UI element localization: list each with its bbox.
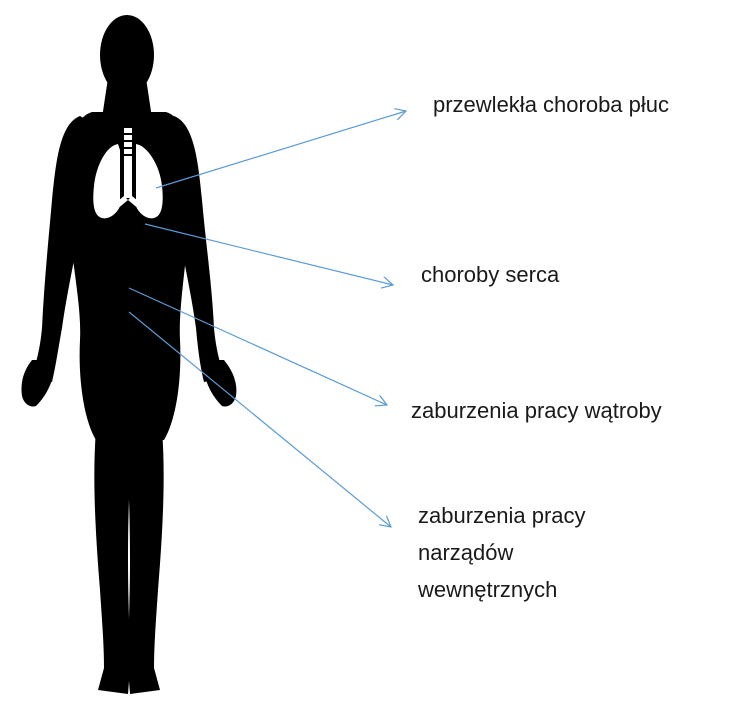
label-organs-line1: zaburzenia pracy	[418, 497, 586, 534]
right-leg	[126, 430, 164, 694]
label-organs-line2: narządów	[418, 534, 513, 571]
label-liver: zaburzenia pracy wątroby	[411, 392, 662, 429]
left-leg	[94, 430, 132, 694]
right-hand	[206, 360, 236, 407]
trachea	[124, 128, 132, 198]
label-heart: choroby serca	[421, 256, 559, 293]
left-hand	[21, 360, 52, 407]
label-lungs: przewlekła choroba płuc	[433, 86, 669, 123]
label-organs-line3: wewnętrznych	[418, 571, 557, 608]
human-silhouette	[21, 15, 236, 694]
